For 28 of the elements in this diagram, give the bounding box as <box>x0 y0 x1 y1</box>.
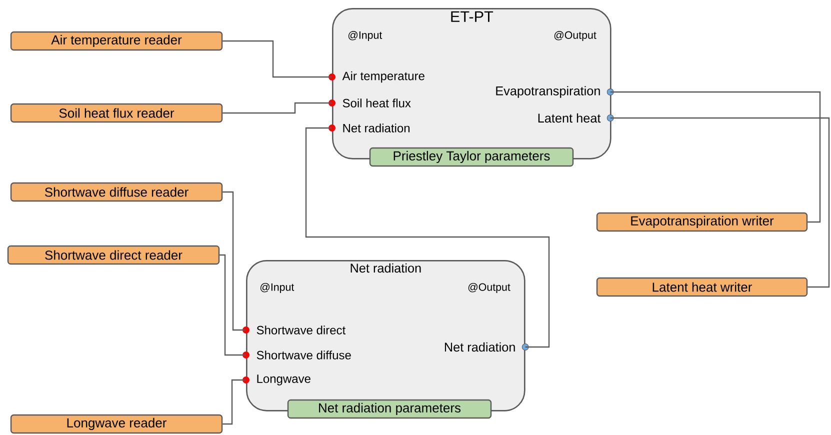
connector <box>610 91 821 223</box>
section-label: @Output <box>554 31 596 41</box>
parameter-box: Net radiation parameters <box>287 399 492 419</box>
section-label: @Input <box>260 283 294 293</box>
component-box: Latent heat writer <box>596 277 808 297</box>
section-label: @Input <box>348 31 382 41</box>
component-box: Air temperature reader <box>10 31 223 51</box>
connector <box>610 117 830 288</box>
output-port: Latent heat <box>538 113 614 123</box>
section-label: @Output <box>468 283 510 293</box>
component-box: Shortwave diffuse reader <box>10 182 223 202</box>
connector <box>220 254 246 356</box>
parameter-box: Priestley Taylor parameters <box>369 147 574 167</box>
node-label: Net radiation <box>444 342 515 352</box>
connector <box>222 379 246 425</box>
node-label: Net radiation <box>343 124 410 132</box>
component-box: Shortwave direct reader <box>7 245 220 265</box>
component-box: Soil heat flux reader <box>10 103 223 123</box>
connector <box>222 40 332 78</box>
node-label: Soil heat flux <box>342 98 411 108</box>
connector <box>222 102 332 114</box>
connector <box>222 191 246 331</box>
connector <box>305 127 550 348</box>
component-box: Evapotranspiration writer <box>596 212 808 232</box>
node-label: Longwave <box>257 374 310 386</box>
output-port: Evapotranspiration <box>496 86 614 98</box>
component-box: Longwave reader <box>10 414 223 434</box>
node-label: Latent heat <box>538 113 601 123</box>
